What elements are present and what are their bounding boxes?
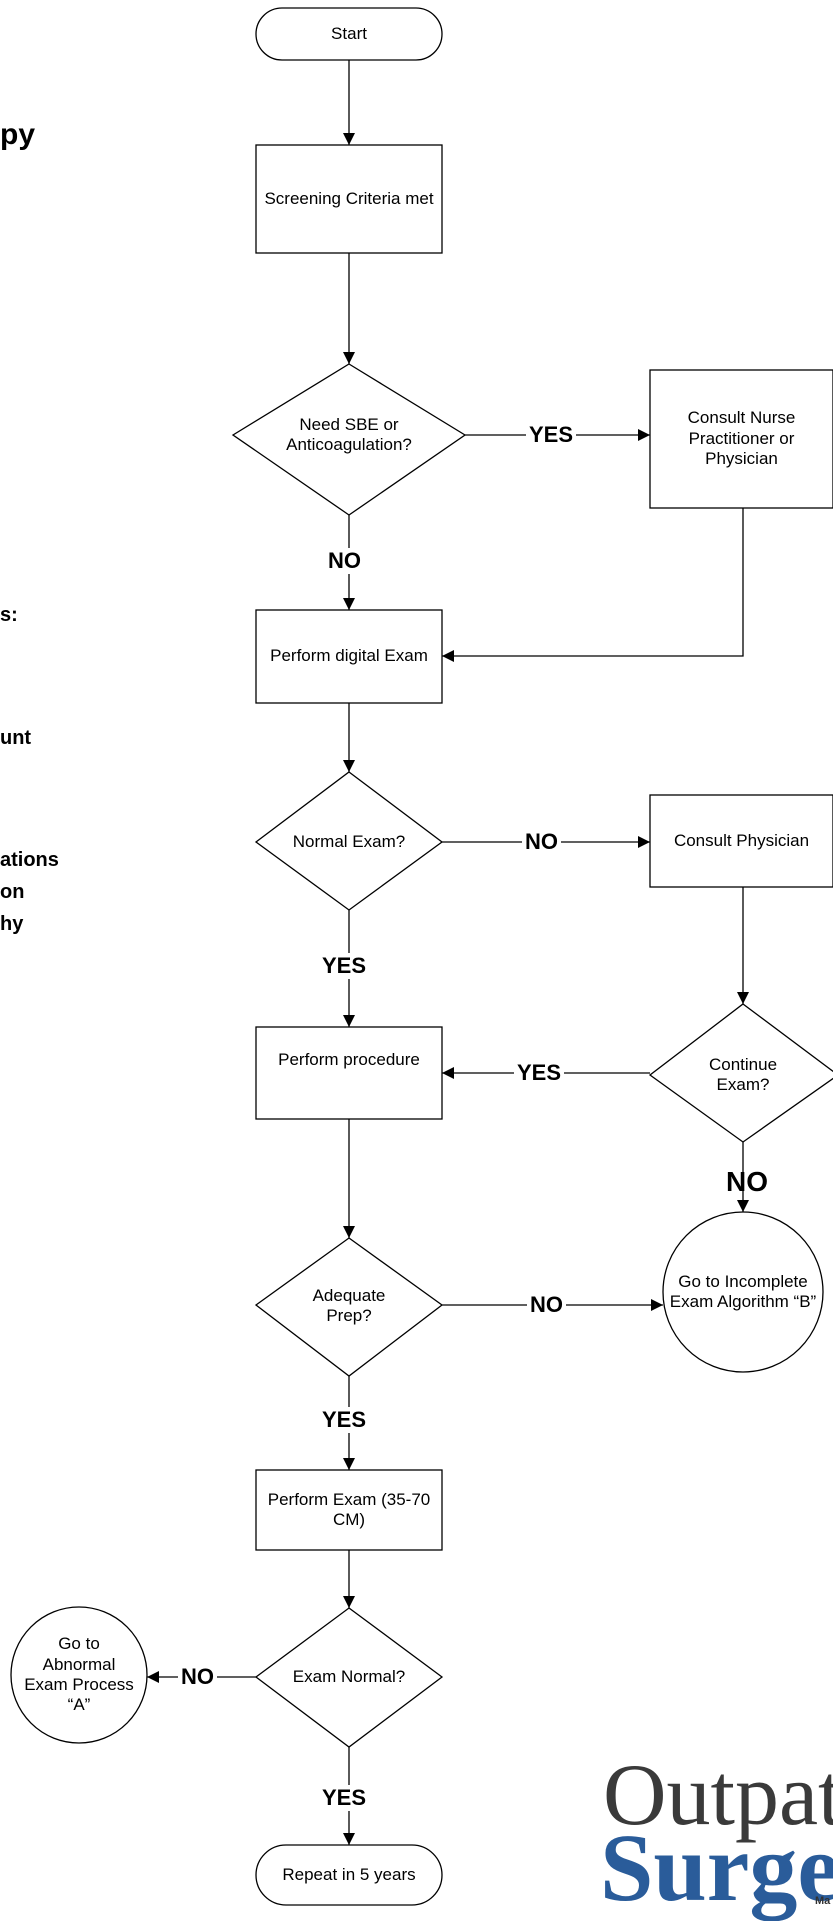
- side-fragment-3: unt: [0, 727, 32, 749]
- screening-box: [255, 144, 443, 254]
- adequate-prep-label: Adequate Prep?: [312, 1285, 386, 1325]
- side-fragment-6: hy: [0, 913, 24, 935]
- perform-exam-box: [255, 1469, 443, 1551]
- perform-procedure-box: [255, 1026, 443, 1120]
- logo-text-outpatient: Outpati: [603, 1747, 833, 1844]
- consult-physician-box: [649, 794, 833, 888]
- consult-np-box: [649, 369, 833, 509]
- sbe-yes-label: YES: [526, 422, 577, 449]
- exam-no-label: NO: [178, 1664, 217, 1691]
- consult-np-to-digital-arrow: [442, 508, 744, 662]
- abnormal-exam-label: Go to Abnormal Exam Process “A”: [24, 1634, 134, 1715]
- incomplete-exam-label: Go to Incomplete Exam Algorithm “B”: [669, 1271, 817, 1311]
- digital-exam-label: Perform digital Exam: [270, 646, 428, 666]
- repeat-label: Repeat in 5 years: [282, 1864, 416, 1884]
- exam-yes-label: YES: [319, 1785, 370, 1812]
- start-label: Start: [331, 23, 367, 43]
- side-fragment-4: ations: [0, 849, 59, 871]
- continue-no-label: NO: [726, 1166, 768, 1197]
- sbe-no-label: NO: [325, 548, 364, 575]
- side-fragment-2: s:: [0, 604, 18, 626]
- perform-exam-label: Perform Exam (35-70 CM): [267, 1489, 431, 1529]
- continue-exam-label: Continue Exam?: [708, 1054, 778, 1094]
- normal-no-label: NO: [522, 829, 561, 856]
- logo-text-surgery: Surge: [600, 1814, 833, 1921]
- screening-label: Screening Criteria met: [264, 188, 434, 208]
- side-fragment-1: py: [0, 118, 36, 151]
- prep-no-label: NO: [527, 1292, 566, 1319]
- logo-text-small: Ma: [815, 1895, 831, 1907]
- perform-procedure-label: Perform procedure: [278, 1049, 420, 1069]
- continue-yes-label: YES: [514, 1060, 565, 1087]
- normal-exam-label: Normal Exam?: [292, 831, 406, 851]
- exam-normal-label: Exam Normal?: [292, 1666, 406, 1686]
- consult-np-label: Consult Nurse Practitioner or Physician: [687, 408, 796, 469]
- need-sbe-label: Need SBE or Anticoagulation?: [286, 414, 412, 454]
- consult-physician-label: Consult Physician: [673, 830, 810, 850]
- normal-yes-label: YES: [319, 953, 370, 980]
- prep-yes-label: YES: [319, 1407, 370, 1434]
- side-fragment-5: on: [0, 881, 25, 903]
